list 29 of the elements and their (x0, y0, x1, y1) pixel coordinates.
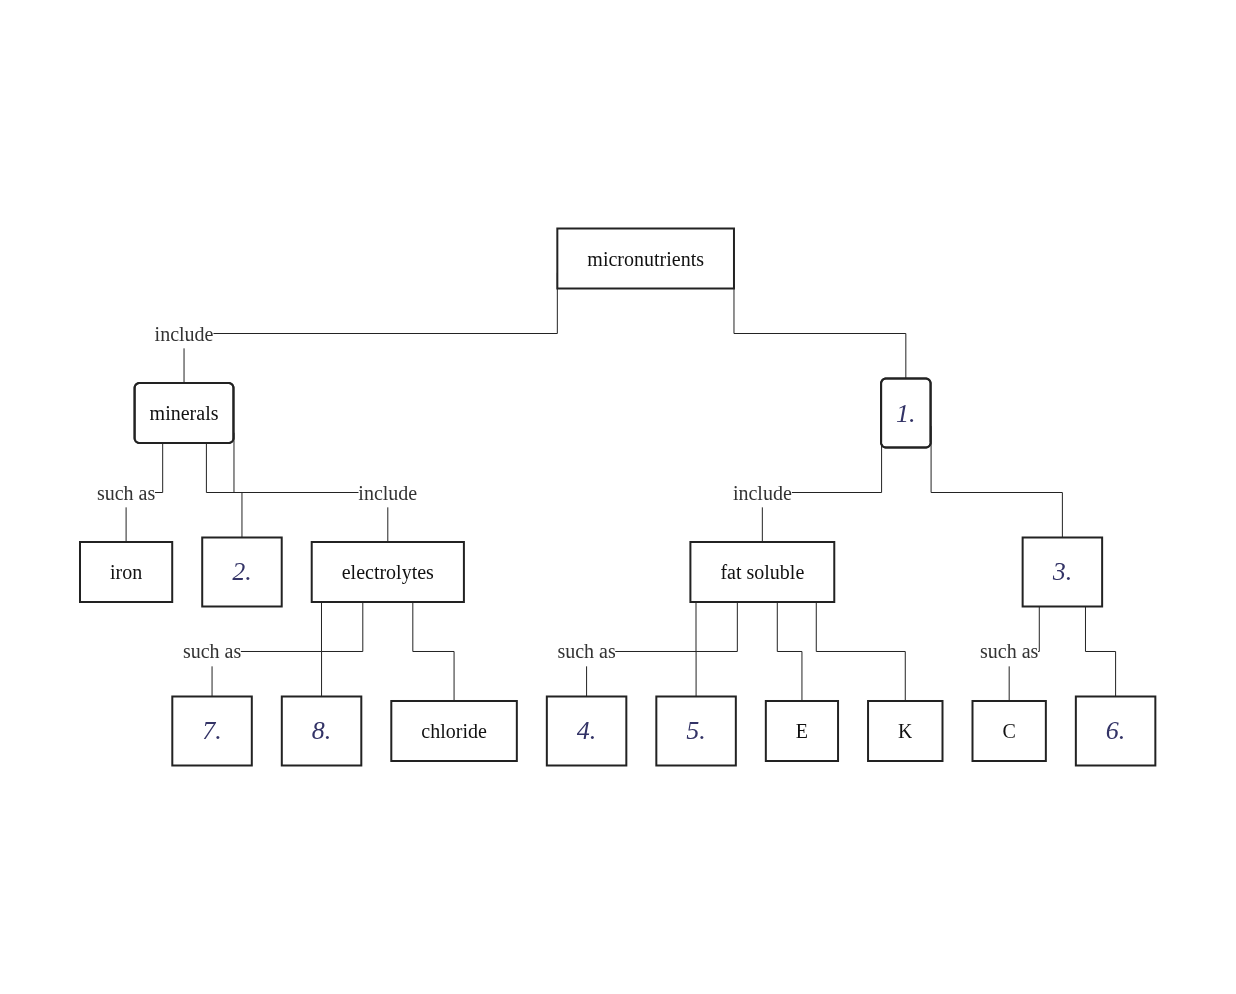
edge-label: include (154, 322, 214, 345)
node-box: 3. (1021, 536, 1104, 608)
node-box: 6. (1075, 695, 1157, 767)
node-box: K (867, 700, 944, 762)
edge-label: such as (557, 640, 617, 663)
node-box: 2. (201, 536, 284, 608)
connector (816, 601, 907, 702)
connector (321, 601, 364, 697)
connector (206, 443, 243, 538)
node-box: 7. (171, 695, 254, 767)
connector (777, 601, 803, 702)
edge-label: include (358, 481, 418, 504)
connector (412, 601, 455, 702)
edge-label: such as (97, 481, 156, 504)
node-box: chloride (390, 700, 519, 762)
node-box: electrolytes (311, 541, 466, 603)
node-box: E (765, 700, 840, 762)
node-box: fat soluble (689, 541, 836, 603)
edge-label: include (733, 481, 793, 504)
node-box: iron (79, 541, 174, 603)
edge-label: such as (980, 640, 1039, 663)
node-box: micronutrients (556, 227, 736, 290)
node-box: 8. (281, 695, 363, 767)
node-box: 5. (655, 695, 738, 767)
connector (1085, 606, 1117, 697)
edge-label: such as (183, 640, 242, 663)
node-box: C (971, 700, 1048, 762)
connector (695, 601, 739, 697)
node-box: 4. (546, 695, 628, 767)
